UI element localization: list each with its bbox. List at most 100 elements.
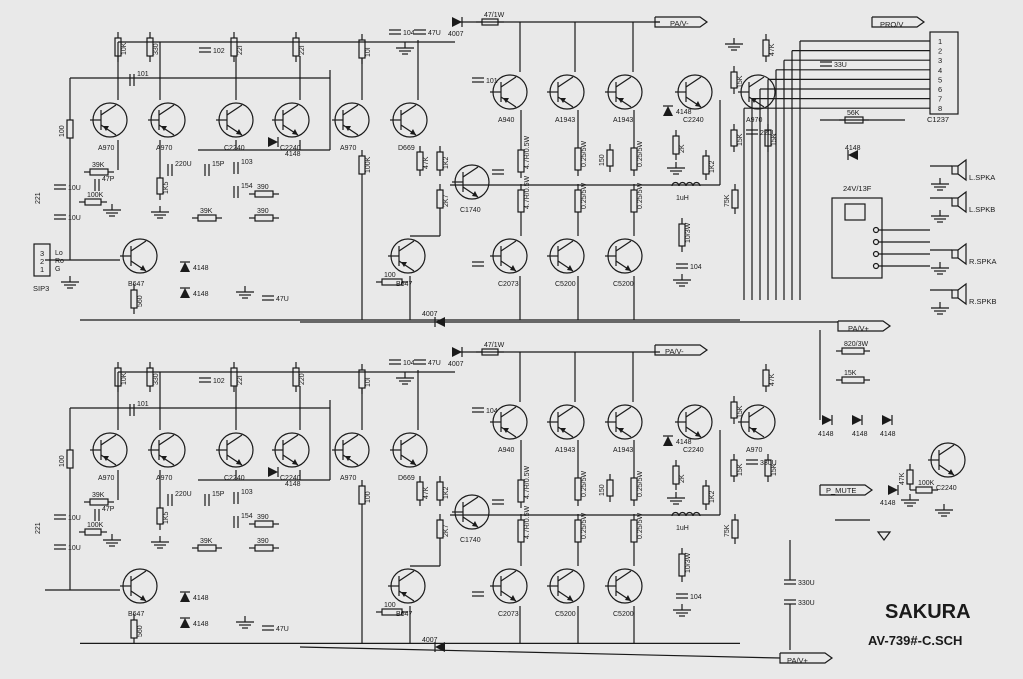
resistor-39k bbox=[89, 168, 109, 176]
ribbon-pin-7: 7 bbox=[938, 95, 942, 104]
resistor-label: 2K7 bbox=[443, 194, 450, 207]
transistor-collector bbox=[462, 496, 479, 508]
resistor-label: 100K bbox=[87, 522, 104, 529]
capacitor-label: 104 bbox=[690, 594, 702, 601]
diode-4007 bbox=[452, 17, 462, 27]
resistor-label: 47K bbox=[899, 472, 906, 485]
transistor-collector bbox=[400, 434, 417, 446]
relay-rating: 24V/13F bbox=[843, 184, 872, 193]
resistor-label: 39K bbox=[92, 492, 105, 499]
transistor-arrow bbox=[292, 459, 298, 465]
resistor-label: 22I bbox=[237, 45, 244, 55]
diode-label: 4148 bbox=[852, 431, 868, 438]
resistor-150 bbox=[606, 149, 614, 167]
diode-label: 4148 bbox=[285, 151, 301, 158]
resistor-100-b bbox=[381, 608, 403, 616]
resistor-10-3w bbox=[678, 223, 686, 247]
speaker-cone bbox=[957, 242, 967, 266]
resistor-label: 0.25/5W bbox=[637, 471, 644, 497]
ribbon-pin-5: 5 bbox=[938, 75, 942, 84]
diode-label: 4148 bbox=[880, 431, 896, 438]
resistor-label: 15K bbox=[771, 133, 778, 146]
transistor-arrow bbox=[695, 431, 701, 437]
transistor-arrow bbox=[292, 129, 298, 135]
rail-flag-pa-pos-mid bbox=[837, 320, 892, 332]
capacitor-label: 47P bbox=[102, 176, 115, 183]
ribbon-connector-name: C1237 bbox=[927, 115, 949, 124]
transistor-label: C2240 bbox=[280, 475, 301, 482]
diode-label: 4007 bbox=[422, 637, 438, 644]
resistor-100k bbox=[84, 528, 102, 536]
resistor-label: 47K bbox=[769, 373, 776, 386]
transistor-collector bbox=[500, 76, 517, 88]
transistor-arrow bbox=[401, 262, 407, 267]
resistor-4r7-b bbox=[517, 519, 525, 543]
transistor-label: C2240 bbox=[224, 475, 245, 482]
resistor-label: 150 bbox=[599, 484, 606, 496]
inductor-coil bbox=[692, 511, 701, 517]
transistor-arrow bbox=[625, 265, 631, 271]
diode-label: 4148 bbox=[285, 481, 301, 488]
input-connector-name: SIP3 bbox=[33, 284, 49, 293]
resistor-label: 10/3W bbox=[685, 552, 692, 573]
speaker-icon-3 bbox=[951, 249, 959, 259]
resistor-22i bbox=[230, 367, 238, 387]
resistor-label: 1K2 bbox=[443, 156, 450, 169]
transistor-collector bbox=[615, 406, 632, 418]
resistor-47k-b bbox=[762, 369, 770, 387]
transistor-collector bbox=[100, 104, 117, 116]
resistor-330 bbox=[146, 37, 154, 57]
resistor-label: 390 bbox=[257, 514, 269, 521]
resistor-label: 4.7R/0.5W bbox=[524, 506, 531, 539]
resistor-label: 10K bbox=[121, 372, 128, 385]
resistor-label: 100 bbox=[365, 491, 372, 503]
resistor-label: 10I bbox=[365, 47, 372, 57]
capacitor-label: 10U bbox=[68, 515, 81, 522]
transistor-collector bbox=[130, 570, 147, 582]
capacitor-label: 103 bbox=[241, 159, 253, 166]
resistor-1k5 bbox=[156, 177, 164, 195]
resistor-0r25-a bbox=[574, 477, 582, 501]
resistor-100k-b bbox=[358, 155, 366, 175]
transistor-label: B647 bbox=[128, 611, 144, 618]
diode-4148 bbox=[268, 137, 278, 147]
resistor-label: 10I bbox=[365, 377, 372, 387]
transistor-collector bbox=[226, 104, 243, 116]
input-pin-name-g: G bbox=[55, 266, 60, 273]
transistor-label: B647 bbox=[128, 281, 144, 288]
capacitor-label: 47U bbox=[428, 30, 441, 37]
capacitor-label: 101 bbox=[486, 78, 498, 85]
transistor-collector bbox=[342, 434, 359, 446]
transistor-label: C1740 bbox=[460, 207, 481, 214]
resistor-label: 330 bbox=[153, 373, 160, 385]
transistor-label: A1943 bbox=[613, 447, 633, 454]
transistor-label: C2073 bbox=[498, 611, 519, 618]
transistor-label: B647 bbox=[396, 611, 412, 618]
resistor-39k-b bbox=[197, 544, 217, 552]
transistor-collector bbox=[462, 166, 479, 178]
ribbon-pin-2: 2 bbox=[938, 47, 942, 56]
capacitor-label: 47U bbox=[276, 296, 289, 303]
resistor-label: 22I bbox=[237, 375, 244, 385]
resistor-10k bbox=[114, 367, 122, 387]
transistor-collector bbox=[615, 240, 632, 252]
resistor-label: 47K bbox=[423, 156, 430, 169]
transistor-arrow bbox=[510, 265, 516, 271]
resistor-560 bbox=[130, 289, 138, 309]
transistor-collector bbox=[100, 434, 117, 446]
resistor-2k bbox=[672, 465, 680, 485]
speaker-label-lspkb: L.SPKB bbox=[969, 205, 995, 214]
capacitor-label: 154 bbox=[241, 183, 253, 190]
speaker-label-lspka: L.SPKA bbox=[969, 173, 995, 182]
diode-label: 4148 bbox=[193, 621, 209, 628]
resistor-label: 150 bbox=[599, 154, 606, 166]
transistor-label: A970 bbox=[746, 447, 762, 454]
components bbox=[33, 16, 967, 664]
resistor-label: 0.25/5W bbox=[581, 513, 588, 539]
transistor-label: C5200 bbox=[555, 281, 576, 288]
diode-4148-c bbox=[663, 436, 673, 446]
speaker-icon-1 bbox=[951, 165, 959, 175]
capacitor-label: 103 bbox=[241, 489, 253, 496]
resistor-15k-c bbox=[764, 129, 772, 147]
relay-coil bbox=[844, 203, 866, 221]
